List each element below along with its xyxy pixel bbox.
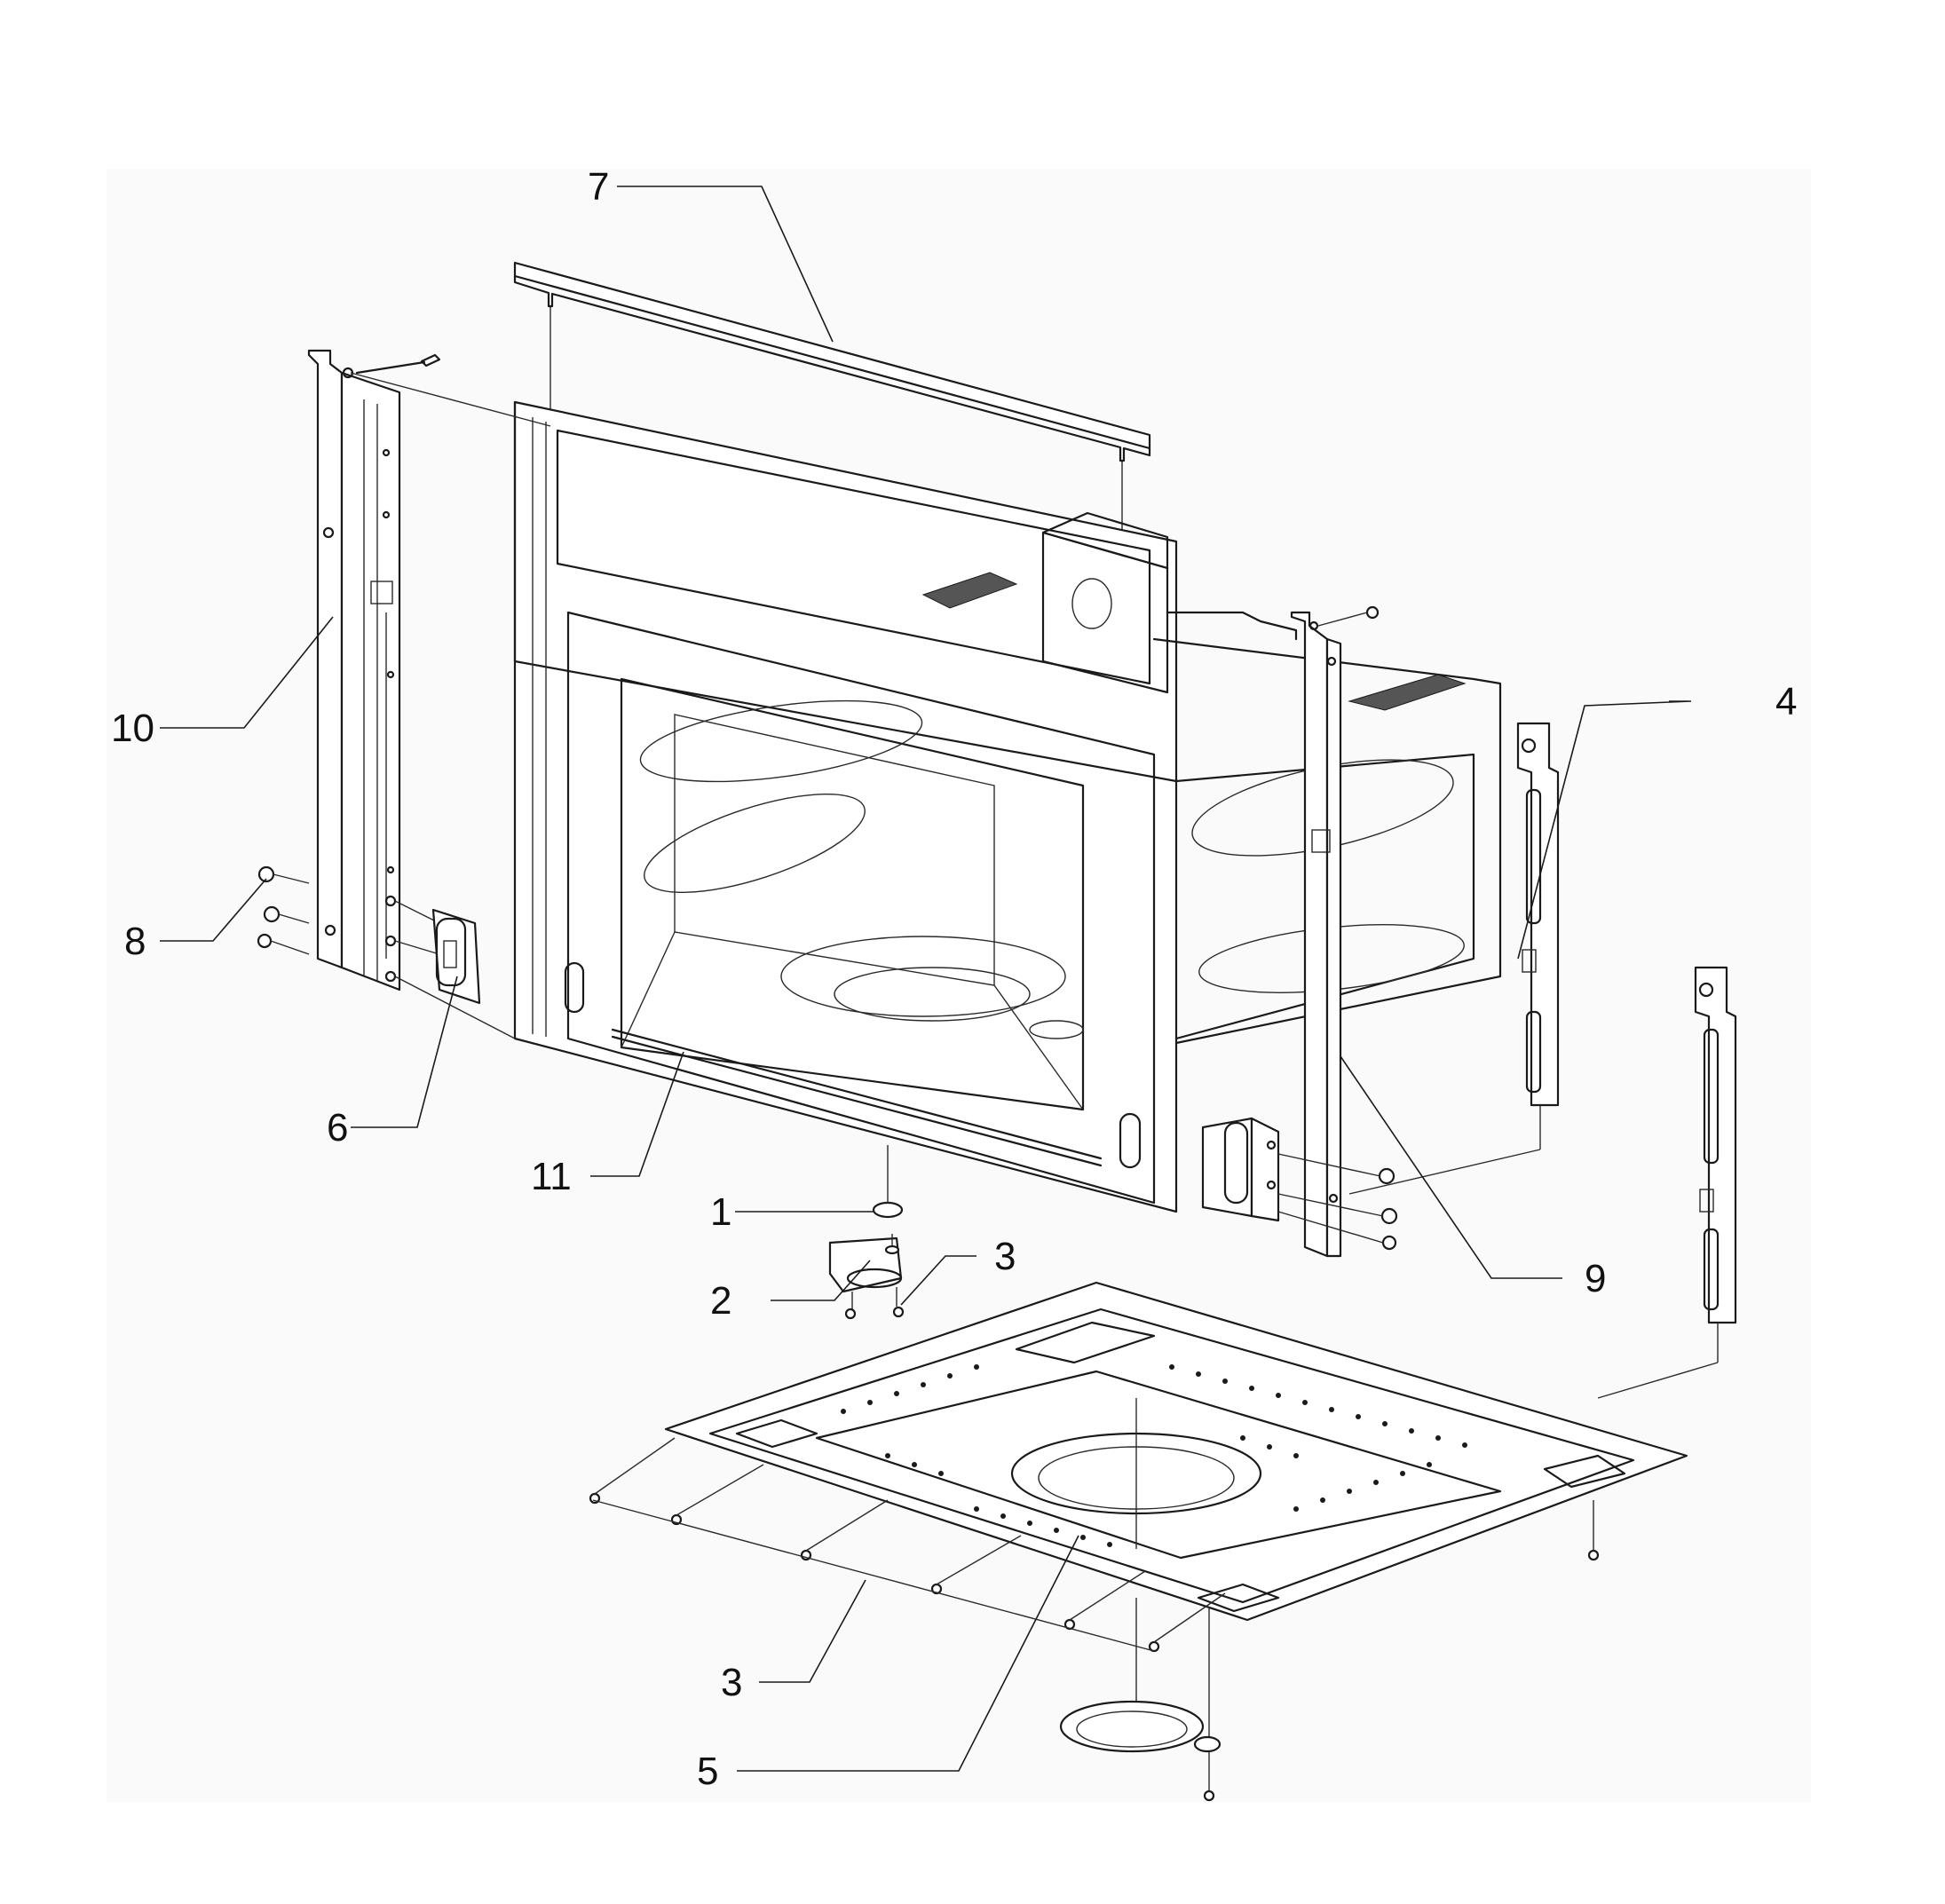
callout-6: 7 (588, 165, 609, 209)
callout-5: 5 (697, 1750, 718, 1793)
callout-10: 10 (111, 707, 154, 750)
part-11-front-frame (513, 400, 1178, 1213)
callout-2: 2 (710, 1279, 731, 1323)
part-10-left-rail (307, 349, 551, 1039)
part-4-right-rails (1348, 722, 1737, 1399)
part-7-left-hinge (431, 908, 481, 1005)
leader-lines (160, 186, 1692, 1772)
part-8-screws (257, 865, 310, 955)
round-bottom-plate (1059, 1700, 1222, 1753)
callout-9: 9 (1585, 1257, 1606, 1300)
base-plate-vent-holes (841, 1364, 1467, 1547)
callout-8: 8 (124, 920, 146, 963)
cavity-body (921, 511, 1502, 1045)
callout-11: 11 (531, 1155, 572, 1198)
callout-3-upper: 3 (994, 1235, 1016, 1278)
callout-7: 6 (327, 1106, 348, 1150)
callout-1: 1 (710, 1190, 731, 1234)
part-1-coupler (872, 1145, 904, 1219)
part-9-right-rail (1290, 605, 1380, 1258)
callout-3-lower: 3 (721, 1661, 742, 1704)
part-6-top-strip (513, 261, 1151, 568)
right-hinge-bracket (1201, 1117, 1398, 1251)
part-5-base-plate (664, 1281, 1688, 1622)
part-3-small-screws (844, 1306, 905, 1320)
callout-4: 4 (1775, 680, 1797, 723)
callout-labels: 7 10 8 6 11 1 2 3 4 9 3 5 (111, 165, 1797, 1793)
